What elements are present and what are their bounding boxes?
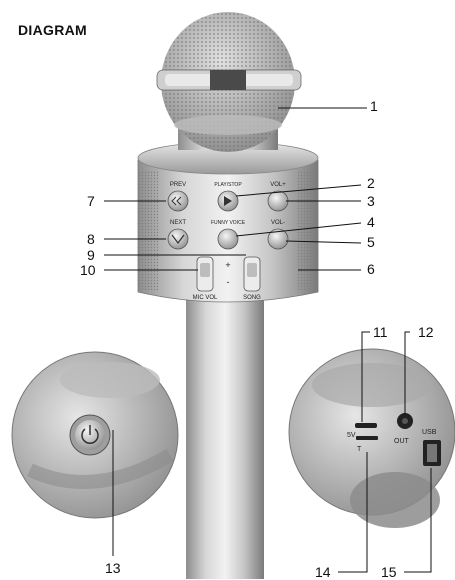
vol-plus-button[interactable] — [267, 190, 289, 212]
vol-minus-button[interactable] — [267, 228, 289, 250]
next-button[interactable] — [167, 228, 189, 250]
5v-label: 5V — [347, 432, 356, 439]
power-icon[interactable] — [81, 425, 99, 444]
funny-voice-label: FUNNY VOICE — [211, 220, 246, 226]
callout-14: 14 — [315, 564, 331, 580]
callout-15: 15 — [381, 564, 397, 580]
diagram-title: DIAGRAM — [18, 22, 87, 38]
callout-6: 6 — [367, 261, 375, 277]
vol-plus-label: VOL+ — [270, 182, 286, 188]
song-slider[interactable] — [243, 256, 261, 292]
microphone-handle — [186, 300, 264, 579]
out-label: OUT — [394, 438, 410, 445]
callout-12: 12 — [418, 324, 434, 340]
usb-port[interactable] — [423, 440, 441, 466]
play-stop-button[interactable] — [217, 190, 239, 212]
power-button-inset — [11, 351, 179, 519]
callout-7: 7 — [87, 193, 95, 209]
minus-label: - — [227, 277, 230, 287]
next-label: NEXT — [170, 220, 186, 226]
callout-3: 3 — [367, 193, 375, 209]
5v-port[interactable] — [355, 423, 377, 428]
tf-card-slot[interactable] — [356, 436, 378, 440]
callout-2: 2 — [367, 175, 375, 191]
play-stop-label: PLAY/STOP — [214, 182, 242, 188]
callout-4: 4 — [367, 214, 375, 230]
left-speaker-grille — [138, 170, 158, 290]
plus-label: + — [225, 260, 230, 270]
callout-9: 9 — [87, 247, 95, 263]
callout-lines — [104, 107, 432, 573]
song-label: SONG — [243, 295, 261, 301]
callout-5: 5 — [367, 234, 375, 250]
vol-minus-label: VOL- — [271, 220, 285, 226]
microphone-head — [156, 12, 302, 152]
funny-voice-button[interactable] — [217, 228, 239, 250]
tf-label: T — [357, 446, 362, 453]
prev-button[interactable] — [167, 190, 189, 212]
callout-13: 13 — [105, 560, 121, 576]
callout-10: 10 — [80, 262, 96, 278]
callout-1: 1 — [370, 98, 378, 114]
mic-vol-slider[interactable] — [196, 256, 214, 292]
usb-label: USB — [422, 429, 437, 436]
ports-inset — [288, 348, 455, 528]
prev-label: PREV — [170, 182, 186, 188]
mic-vol-label: MIC VOL — [193, 295, 218, 301]
speaker-grille — [298, 170, 318, 290]
callout-8: 8 — [87, 231, 95, 247]
callout-11: 11 — [373, 324, 388, 340]
audio-out-port[interactable] — [397, 413, 413, 429]
